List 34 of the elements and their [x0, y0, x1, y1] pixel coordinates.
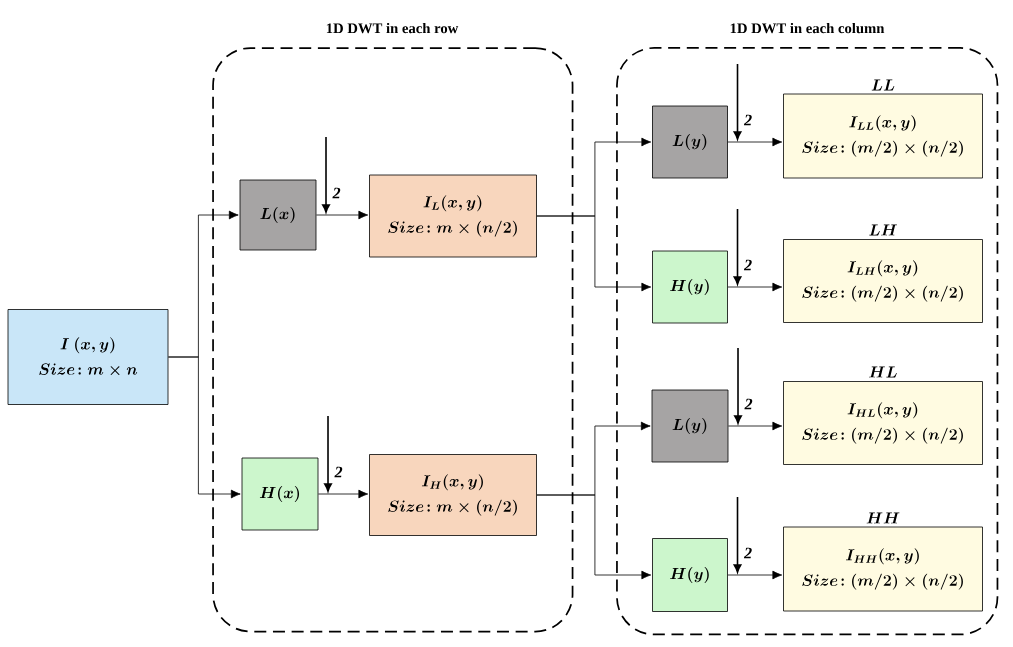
- arrow: [536, 494, 652, 580]
- factor-label: 2: [744, 398, 753, 410]
- arrow: [316, 210, 369, 220]
- group-title: 1D DWT in each column: [730, 22, 885, 34]
- filter-box: $H(y)$: [652, 250, 728, 324]
- filter-box: $H(x)$: [241, 457, 319, 531]
- arrow: [536, 215, 652, 292]
- subband-box: $I_{LH}(x,y)$ $Size\!: (m/2)\times (n/2)$: [783, 239, 983, 323]
- filter-box: $L(y)$: [651, 389, 729, 463]
- filter-box: $L(y)$: [652, 105, 728, 179]
- factor-label: 2: [743, 114, 752, 126]
- arrow: [318, 489, 369, 499]
- arrow: [727, 282, 783, 292]
- factor-label: 2: [332, 187, 341, 199]
- factor-label: 2: [743, 259, 752, 271]
- image-box: $I_L(x,y)$ $Size\!: m\times (n/2)$: [369, 174, 537, 258]
- factor-label: 2: [743, 547, 752, 559]
- subband-label: $HL$: [869, 366, 897, 378]
- subband-box: $I_{HH}(x,y)$ $Size\!: (m/2)\times (n/2)$: [783, 526, 983, 612]
- filter-box: $H(y)$: [652, 538, 728, 612]
- subband-box: $I_{LL}(x,y)$ $Size\!: (m/2)\times (n/2)$: [783, 93, 983, 179]
- image-box: $I\ (x,y)$ $Size\!: m\times n$: [7, 309, 169, 405]
- factor-label: 2: [334, 466, 343, 478]
- arrow: [727, 137, 783, 147]
- group-title: 1D DWT in each row: [326, 22, 459, 34]
- subband-label: $HH$: [866, 512, 900, 524]
- arrow: [168, 356, 241, 499]
- filter-box: $L(x)$: [239, 179, 317, 251]
- subband-box: $I_{HL}(x,y)$ $Size\!: (m/2)\times (n/2)$: [783, 381, 983, 465]
- image-box: $I_H(x,y)$ $Size\!: m\times (n/2)$: [369, 454, 537, 536]
- subband-label: $LL$: [871, 79, 895, 91]
- arrow: [728, 421, 783, 431]
- subband-label: $LH$: [869, 224, 897, 236]
- arrow: [727, 570, 783, 580]
